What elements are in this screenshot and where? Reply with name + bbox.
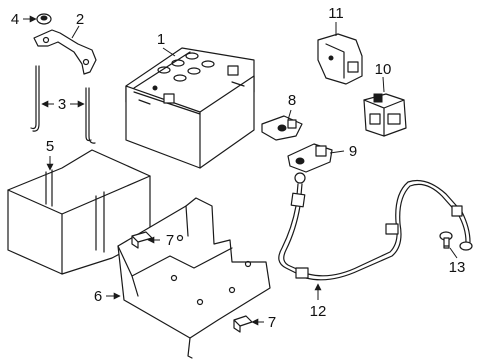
callout-10: 10	[375, 61, 392, 78]
callout-9: 9	[349, 143, 357, 160]
leader-line-2	[71, 25, 80, 39]
fuse-bracket-part	[317, 33, 363, 85]
terminal-part	[287, 143, 333, 173]
callout-7-upper: 7	[166, 232, 174, 249]
callout-4: 4	[11, 11, 19, 28]
battery-cable-part	[278, 172, 473, 281]
leader-line-9	[329, 150, 345, 154]
callout-7-lower: 7	[268, 314, 276, 331]
clip-part-lower	[233, 315, 253, 333]
leader-line-8	[287, 109, 292, 121]
callout-13: 13	[449, 259, 466, 276]
leader-line-1	[162, 47, 176, 57]
terminal-clamp-part	[261, 115, 303, 141]
nut-part	[36, 13, 52, 25]
leader-line-10	[382, 76, 385, 93]
callout-11: 11	[328, 5, 344, 22]
callout-2: 2	[76, 11, 84, 28]
callout-6: 6	[94, 288, 102, 305]
callout-12: 12	[310, 303, 327, 320]
hold-down-bracket-part	[33, 29, 97, 75]
callout-1: 1	[157, 31, 165, 48]
battery-part	[125, 47, 255, 169]
callout-8: 8	[288, 92, 296, 109]
bolt-part	[439, 231, 453, 249]
callout-3: 3	[58, 96, 66, 113]
callout-5: 5	[46, 138, 54, 155]
hold-down-rods-part	[30, 65, 96, 144]
battery-support-part	[117, 197, 271, 359]
clip-part-upper	[131, 231, 153, 249]
leader-line-13	[449, 247, 458, 259]
fusible-link-part	[363, 93, 407, 137]
